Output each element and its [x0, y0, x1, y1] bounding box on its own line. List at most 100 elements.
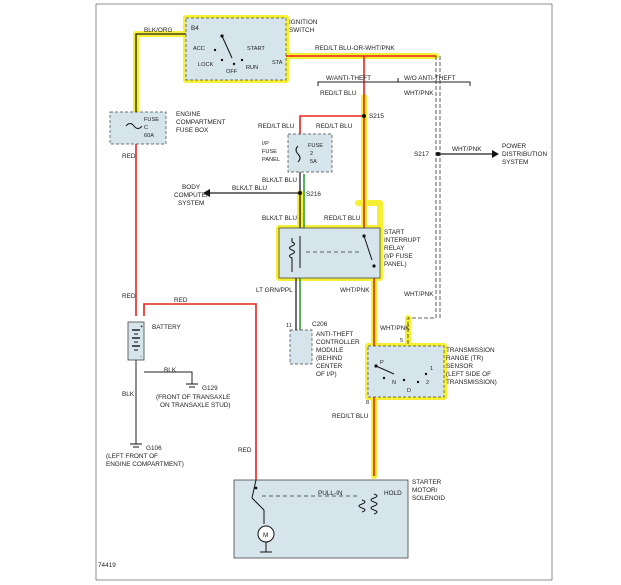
wire-label-red-lt-blu-c: RED/LT BLU [316, 123, 353, 130]
wire-label-red-lt-blu-b: RED/LT BLU [258, 123, 295, 130]
fuse-c-line-1: FUSE [144, 117, 159, 123]
ground-g129-loc-2: ON TRANSAXLE STUD) [160, 402, 231, 409]
battery-minus: - [140, 354, 142, 360]
ip-fuse-title-2: FUSE [262, 149, 277, 155]
engine-fuse-title-3: FUSE BOX [176, 127, 209, 134]
splice-s216: S216 [306, 191, 321, 198]
wire-label-red-lt-blu-e: RED/LT BLU [332, 413, 369, 420]
fuse-2-line-3: 5A [310, 159, 317, 165]
tr-pos-2: 2 [426, 380, 429, 386]
wire-label-red-c: RED [174, 297, 188, 304]
tr-pos-1: 1 [430, 366, 433, 372]
splice-s215: S215 [369, 113, 384, 120]
wire-label-blk-lt-blu-b: BLK/LT BLU [232, 185, 267, 192]
ip-fuse-title-3: PANEL [262, 157, 280, 163]
tr-pin-8: 8 [366, 400, 369, 406]
ground-g106-loc-2: ENGINE COMPARTMENT) [106, 461, 184, 468]
arrow-left-icon [203, 189, 210, 197]
pin-b4: B4 [191, 25, 199, 32]
option-bracket: W/ANTI-THEFT W/O ANTI-THEFT [317, 75, 471, 86]
anti-theft-line-4: (BEHIND [316, 355, 343, 362]
battery: + - BATTERY [127, 321, 182, 361]
ground-g129-label: G129 [202, 385, 218, 392]
body-computer-3: SYSTEM [178, 200, 204, 207]
tr-pin-5: 5 [400, 338, 403, 344]
wire-label-wht-pnk-e: WHT/PNK [380, 325, 410, 332]
pos-off: OFF [226, 69, 238, 75]
anti-theft-pin: 11 [286, 323, 292, 329]
engine-fuse-box: FUSE C 60A ENGINE COMPARTMENT FUSE BOX [109, 111, 226, 145]
starter-line-1: STARTER [412, 479, 442, 486]
ip-fuse-title-1: I/P [262, 141, 269, 147]
tr-pos-d: D [407, 388, 411, 394]
wire-label-wht-pnk-c: WHT/PNK [340, 287, 370, 294]
ignition-switch: IGNITION SWITCH B4 ACC LOCK OFF START RU… [185, 17, 318, 81]
ground-g106: G106 (LEFT FRONT OF ENGINE COMPARTMENT) [106, 443, 184, 468]
anti-theft-line-5: CENTER [316, 363, 343, 370]
body-computer-2: COMPUTER [174, 192, 211, 199]
ip-fuse-panel: I/P FUSE PANEL FUSE 2 5A [262, 133, 333, 173]
tr-line-2: RANGE (TR) [446, 355, 483, 362]
battery-label: BATTERY [152, 324, 182, 331]
battery-plus: + [140, 324, 143, 330]
ground-g106-loc-1: (LEFT FRONT OF [106, 453, 158, 460]
wires [135, 33, 492, 480]
engine-fuse-title-1: ENGINE [176, 111, 201, 118]
ignition-switch-title-2: SWITCH [289, 27, 315, 34]
wire-label-lt-grn-ppl: LT GRN/PPL [256, 287, 293, 294]
wire-label-red: RED [122, 153, 136, 160]
starter-hold: HOLD [384, 490, 402, 497]
wire-label-red-d: RED [238, 447, 252, 454]
tr-line-3: SENSOR [446, 363, 473, 370]
label-w-anti-theft: W/ANTI-THEFT [326, 75, 371, 82]
tr-pos-n: N [392, 380, 396, 386]
wire-label-red-lt-blu-d: RED/LT BLU [324, 215, 361, 222]
splice-s216-dot [298, 191, 302, 195]
relay-line-1: START [384, 229, 404, 236]
power-dist-1: POWER [502, 143, 527, 150]
wire-label-blk-org: BLK/ORG [144, 27, 172, 34]
wire-label-blk-lt-blu-c: BLK/LT BLU [262, 215, 297, 222]
wire-label-wht-pnk-b: WHT/PNK [452, 146, 482, 153]
pos-acc: ACC [193, 46, 205, 52]
anti-theft-line-6: OF I/P) [316, 371, 337, 378]
wire-label-blk-a: BLK [164, 367, 177, 374]
relay-line-4: (I/P FUSE [384, 253, 413, 260]
anti-theft-line-1: ANTI-THEFT [316, 331, 353, 338]
relay-line-3: RELAY [384, 245, 405, 252]
starter-pull-in: PULL-IN [318, 490, 343, 497]
fuse-2-line-2: 2 [310, 151, 313, 157]
label-wo-anti-theft: W/O ANTI-THEFT [404, 75, 456, 82]
starter-motor-solenoid: M PULL-IN HOLD STARTER MOTOR/ SOLENOID [233, 479, 445, 559]
wire-label-red-lt-blu-or-wht-pnk: RED/LT BLU-OR-WHT/PNK [315, 45, 395, 52]
wire-label-red-b: RED [122, 293, 136, 300]
starter-line-3: SOLENOID [412, 495, 445, 502]
power-dist-2: DISTRIBUTION [502, 151, 547, 158]
anti-theft-module: 11 C206 ANTI-THEFT CONTROLLER MODULE (BE… [286, 321, 360, 378]
wire-label-wht-pnk-a: WHT/PNK [404, 90, 434, 97]
splice-s215-dot [362, 114, 366, 118]
anti-theft-line-3: MODULE [316, 347, 343, 354]
figure-id: 74419 [98, 562, 116, 569]
starter-line-2: MOTOR/ [412, 487, 438, 494]
start-interrupt-relay: START INTERRUPT RELAY (I/P FUSE PANEL) [278, 227, 421, 279]
tr-pos-p: P [380, 360, 384, 366]
wire-label-blk-lt-blu-a: BLK/LT BLU [262, 177, 297, 184]
wire-label-wht-pnk-d: WHT/PNK [404, 291, 434, 298]
pin-sta: STA [272, 60, 283, 66]
ignition-switch-title-1: IGNITION [289, 19, 318, 26]
tr-line-4: (LEFT SIDE OF [446, 371, 491, 378]
anti-theft-connector: C206 [312, 321, 328, 328]
fuse-2-line-1: FUSE [308, 143, 323, 149]
relay-line-5: PANEL) [384, 261, 407, 268]
starter-motor-m: M [263, 532, 268, 539]
relay-line-2: INTERRUPT [384, 237, 421, 244]
pos-run: RUN [246, 65, 258, 71]
fuse-c-line-3: 60A [144, 133, 154, 139]
tr-line-5: TRANSMISSION) [446, 379, 497, 386]
engine-fuse-title-2: COMPARTMENT [176, 119, 226, 126]
pos-start: START [247, 46, 265, 52]
splice-s217: S217 [414, 151, 429, 158]
pos-lock: LOCK [198, 62, 214, 68]
